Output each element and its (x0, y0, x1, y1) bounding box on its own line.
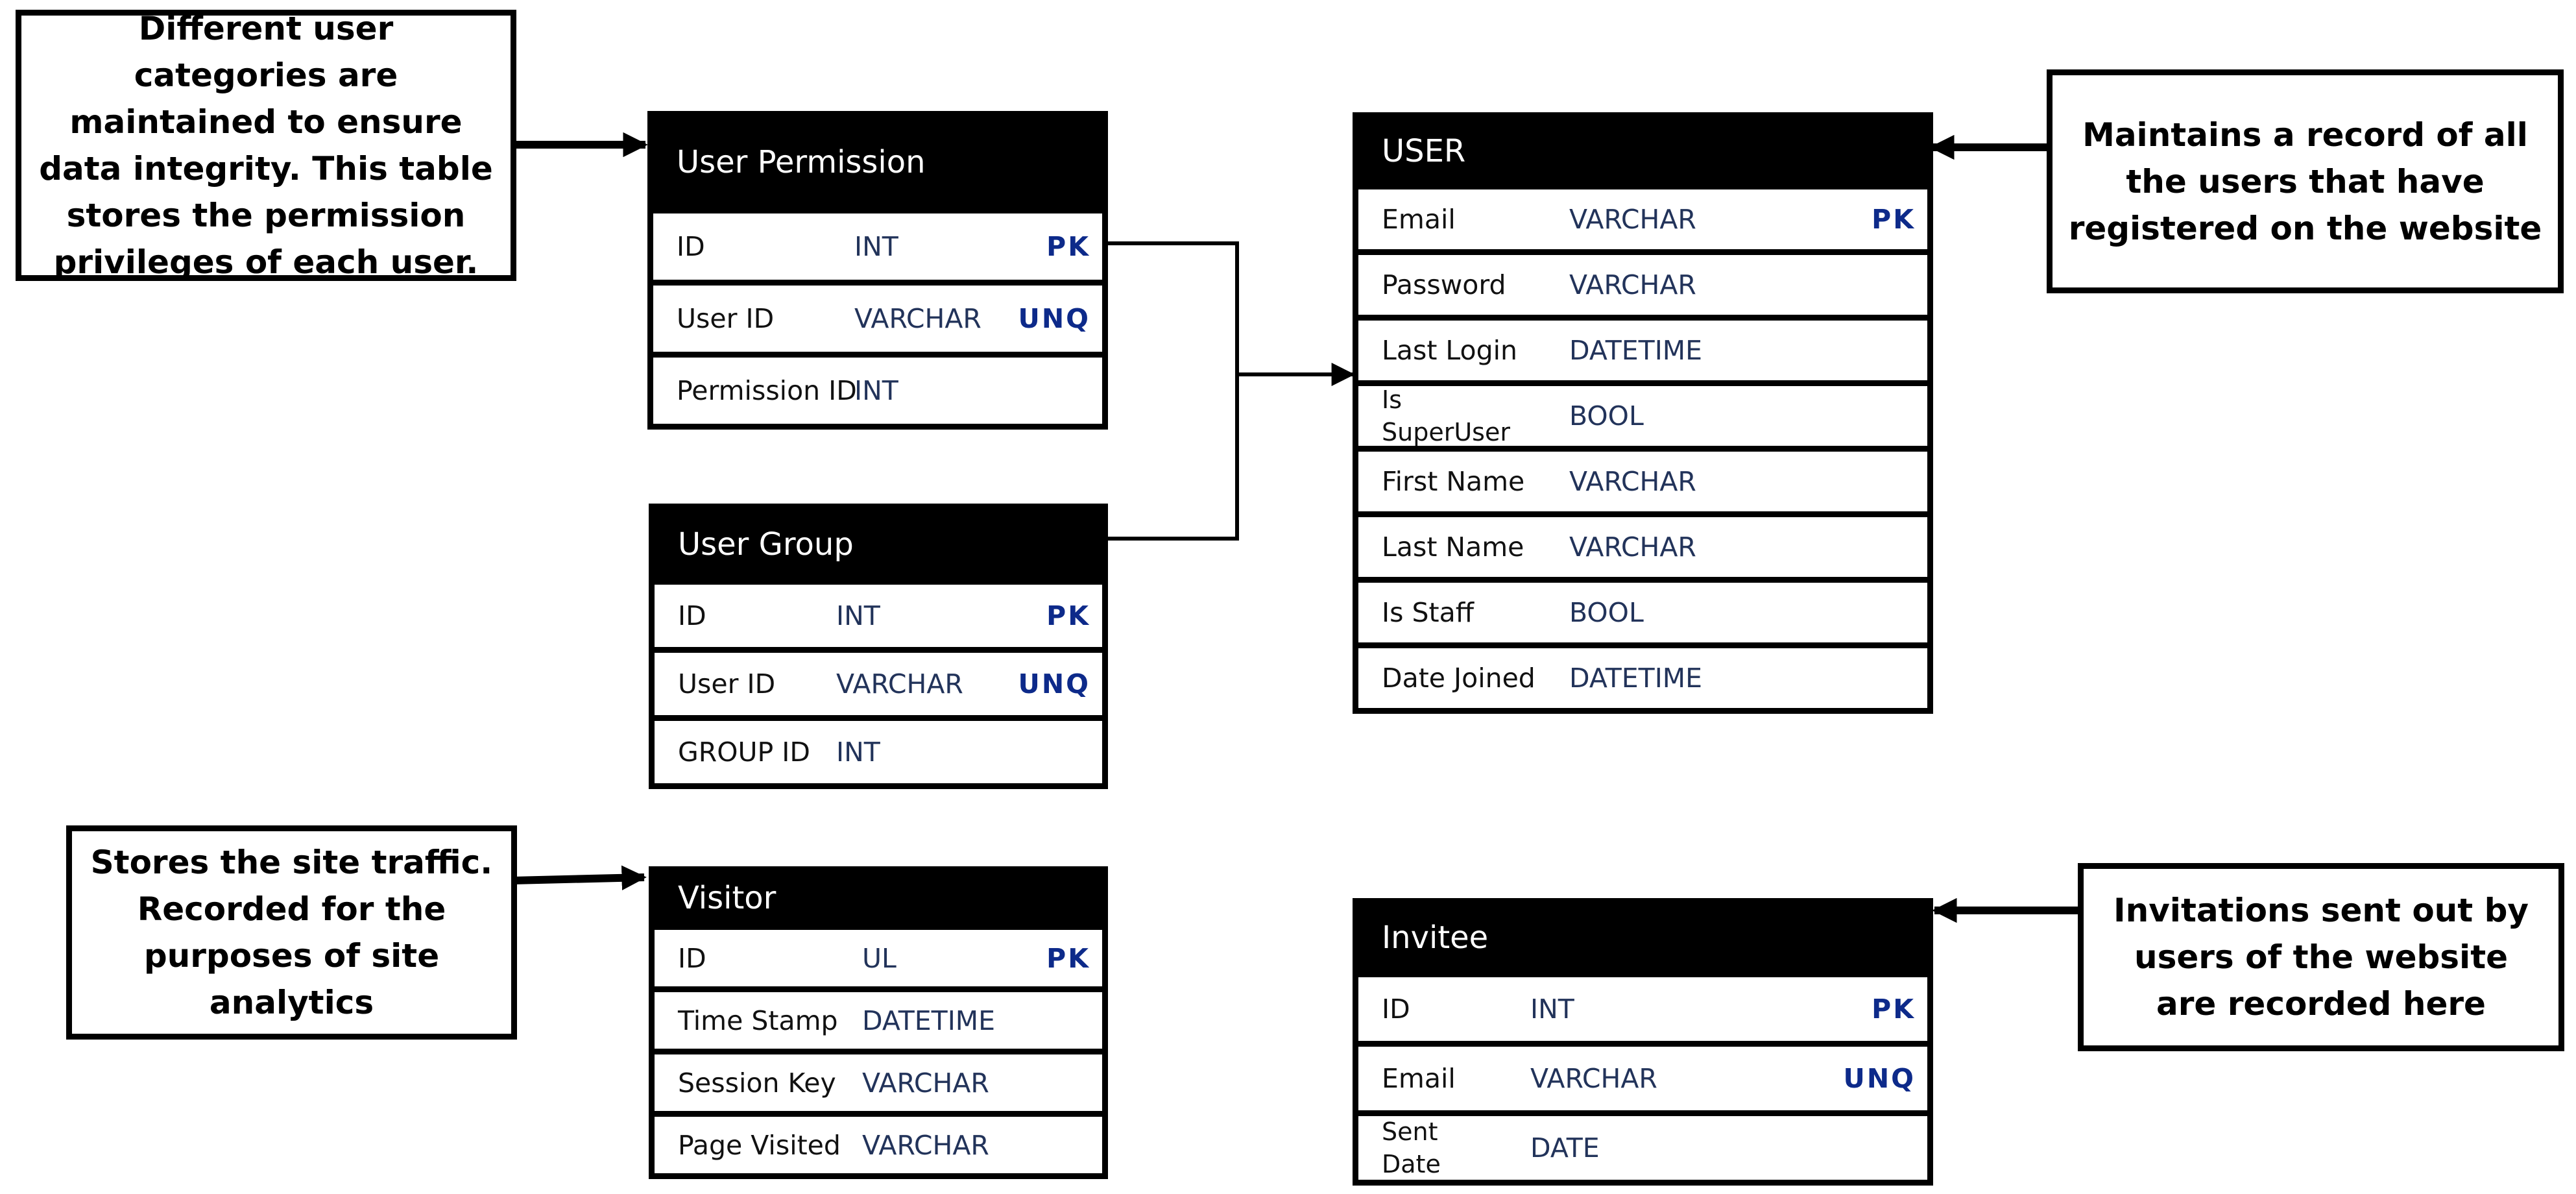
column-name: ID (677, 231, 705, 262)
key-badge: PK (1046, 942, 1090, 974)
column-type: BOOL (1569, 400, 1644, 432)
column-type: INT (854, 375, 898, 406)
column-row-sent-date: Sent Date DATE (1358, 1116, 1927, 1180)
column-type: VARCHAR (854, 303, 981, 334)
column-row-last-name: Last Name VARCHAR (1358, 517, 1927, 577)
note-user: Maintains a record of all the users that… (2047, 69, 2564, 293)
column-row-last-login: Last Login DATETIME (1358, 321, 1927, 380)
column-name: Permission ID (677, 375, 857, 406)
column-row-email: Email VARCHAR UNQ (1358, 1047, 1927, 1110)
table-title: Invitee (1382, 920, 1489, 956)
column-row-first-name: First Name VARCHAR (1358, 452, 1927, 511)
column-type: VARCHAR (862, 1129, 989, 1161)
column-type: VARCHAR (862, 1067, 989, 1099)
column-name: Time Stamp (678, 1005, 838, 1036)
key-badge: PK (1046, 231, 1090, 262)
note-user-permission: Different user categories are maintained… (16, 10, 516, 281)
column-name: ID (678, 942, 706, 974)
key-badge: UNQ (1843, 1063, 1916, 1094)
column-row-date-joined: Date Joined DATETIME (1358, 648, 1927, 708)
column-row-email: Email VARCHAR PK (1358, 189, 1927, 249)
column-name: ID (1382, 993, 1410, 1025)
column-name: Is SuperUser (1382, 385, 1510, 446)
column-type: VARCHAR (1569, 466, 1696, 497)
column-row-id: ID UL PK (655, 930, 1102, 986)
column-name: Last Name (1382, 531, 1524, 563)
column-name: Session Key (678, 1067, 836, 1099)
column-row-user-id: User ID VARCHAR UNQ (655, 653, 1102, 715)
column-row-session-key: Session Key VARCHAR (655, 1054, 1102, 1111)
column-type: VARCHAR (1569, 269, 1696, 300)
column-type: INT (1530, 993, 1574, 1025)
column-row-id: ID INT PK (1358, 977, 1927, 1041)
column-name: Is Staff (1382, 597, 1474, 628)
column-row-is-superuser: Is SuperUser BOOL (1358, 385, 1927, 446)
column-type: DATE (1530, 1132, 1600, 1164)
key-badge: UNQ (1018, 668, 1090, 700)
column-name: Page Visited (678, 1129, 841, 1161)
column-name: User ID (678, 668, 776, 700)
column-name: First Name (1382, 466, 1525, 497)
column-name: ID (678, 600, 706, 631)
column-type: DATETIME (1569, 663, 1703, 694)
note-visitor: Stores the site traffic. Recorded for th… (66, 825, 517, 1040)
column-row-page-visited: Page Visited VARCHAR (655, 1117, 1102, 1173)
column-type: VARCHAR (1569, 531, 1696, 563)
column-row-password: Password VARCHAR (1358, 255, 1927, 315)
column-row-id: ID INT PK (653, 213, 1102, 280)
column-type: BOOL (1569, 597, 1644, 628)
column-name: Last Login (1382, 335, 1518, 366)
column-name: Email (1382, 1063, 1456, 1094)
column-type: VARCHAR (1569, 204, 1696, 235)
column-row-group-id: GROUP ID INT (655, 721, 1102, 783)
column-name: User ID (677, 303, 775, 334)
note-invitee: Invitations sent out by users of the web… (2078, 863, 2564, 1051)
column-row-user-id: User ID VARCHAR UNQ (653, 286, 1102, 352)
column-name: GROUP ID (678, 737, 810, 768)
key-badge: PK (1872, 204, 1916, 235)
column-type: VARCHAR (836, 668, 963, 700)
key-badge: PK (1046, 600, 1090, 631)
key-badge: UNQ (1018, 303, 1090, 334)
column-type: DATETIME (1569, 335, 1703, 366)
column-type: INT (836, 600, 880, 631)
column-name: Sent Date (1382, 1117, 1441, 1178)
relation-group-to-user (1106, 374, 1239, 541)
table-title: User Group (678, 526, 854, 563)
column-type: INT (854, 231, 898, 262)
column-type: INT (836, 737, 880, 768)
table-title: USER (1382, 132, 1466, 169)
column-name: Date Joined (1382, 663, 1535, 694)
column-type: DATETIME (862, 1005, 996, 1036)
table-title: User Permission (677, 144, 926, 180)
relation-permission-to-user (1106, 241, 1239, 374)
column-name: Password (1382, 269, 1506, 300)
column-row-time-stamp: Time Stamp DATETIME (655, 992, 1102, 1049)
note-arrow-visitor (512, 865, 647, 891)
column-name: Email (1382, 204, 1456, 235)
column-type: VARCHAR (1530, 1063, 1657, 1094)
column-type: UL (862, 942, 897, 974)
column-row-is-staff: Is Staff BOOL (1358, 583, 1927, 642)
table-title: Visitor (678, 880, 776, 916)
column-row-id: ID INT PK (655, 585, 1102, 647)
key-badge: PK (1872, 993, 1916, 1025)
